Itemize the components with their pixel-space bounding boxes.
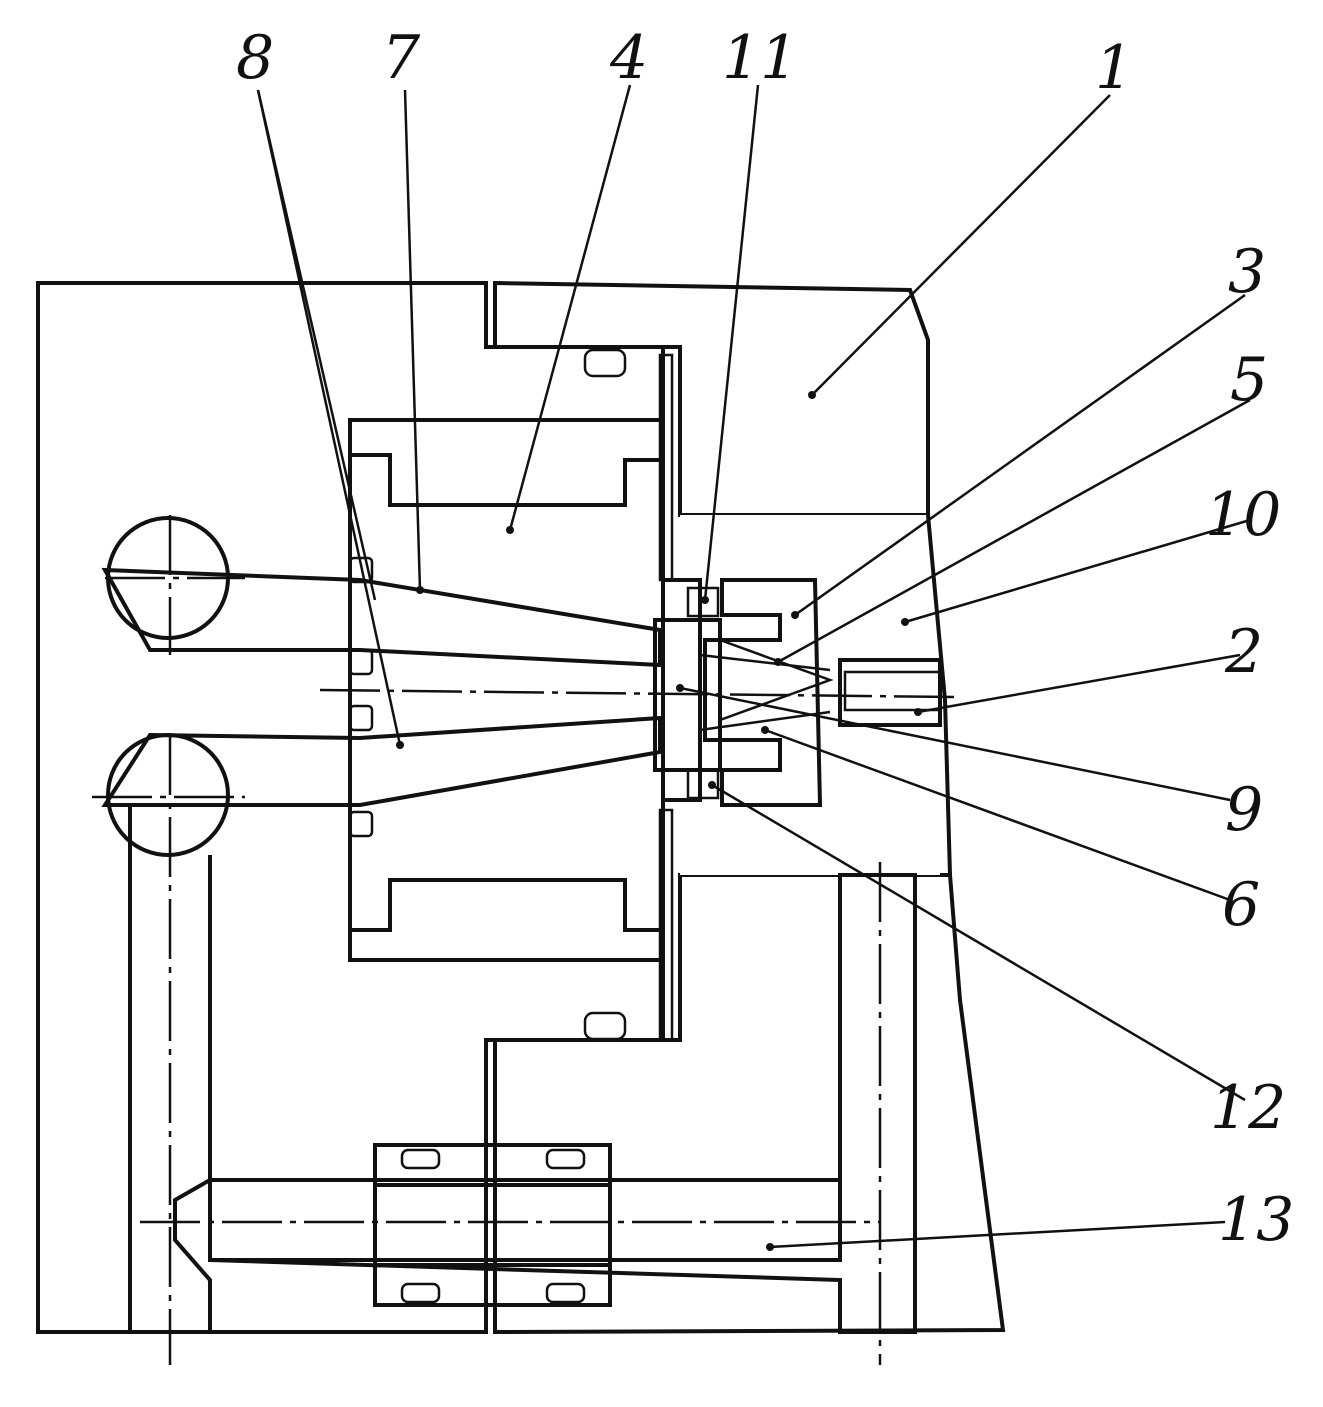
seals xyxy=(350,350,672,1040)
label-8: 8 xyxy=(236,23,274,93)
label-10: 10 xyxy=(1205,480,1281,550)
label-9: 9 xyxy=(1225,775,1263,845)
label-11: 11 xyxy=(722,23,798,93)
label-1: 1 xyxy=(1095,33,1133,103)
bottom-bush xyxy=(375,1145,610,1305)
label-12: 12 xyxy=(1210,1073,1286,1143)
label-4: 4 xyxy=(609,23,648,93)
label-6: 6 xyxy=(1222,870,1260,940)
label-3: 3 xyxy=(1228,237,1266,307)
label-7: 7 xyxy=(382,23,421,93)
label-13: 13 xyxy=(1218,1185,1294,1255)
label-5: 5 xyxy=(1230,345,1268,415)
label-2: 2 xyxy=(1224,617,1263,687)
passages xyxy=(130,805,915,1332)
